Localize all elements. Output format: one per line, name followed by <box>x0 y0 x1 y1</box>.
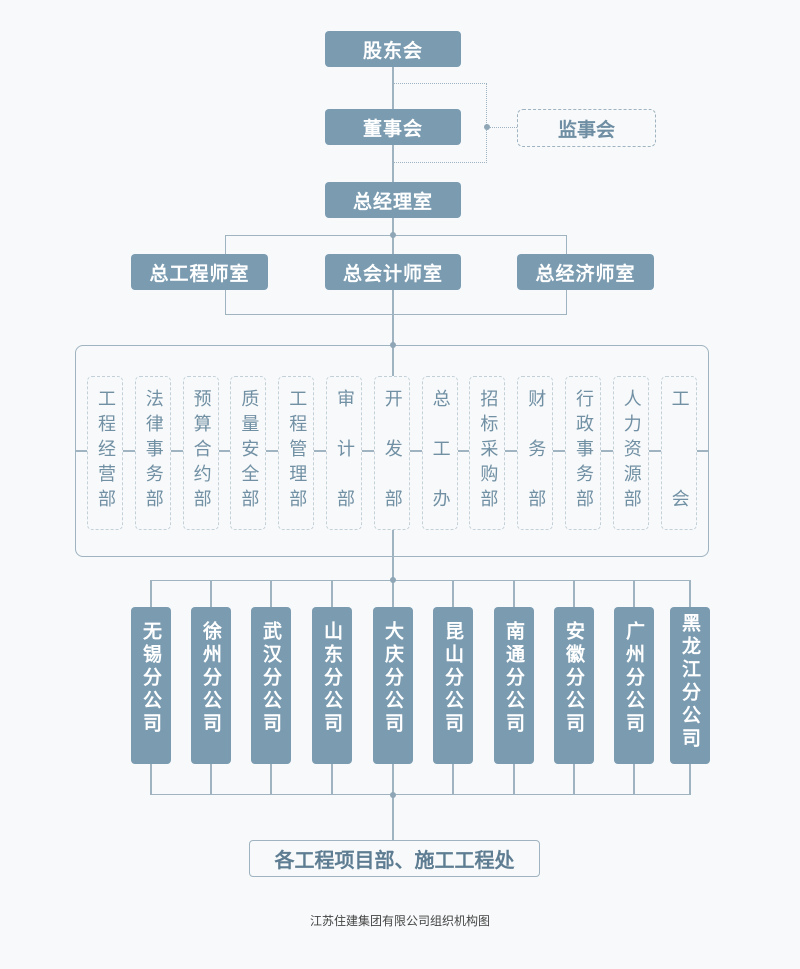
department-label: 法律事务部 <box>142 389 164 514</box>
branch-label: 南通分公司 <box>503 621 525 736</box>
department-label: 工程经营部 <box>95 389 116 514</box>
department-label: 审计部 <box>334 389 355 539</box>
branch-box: 徐州分公司 <box>191 607 231 764</box>
branch-box: 南通分公司 <box>494 607 534 764</box>
branch-label: 山东分公司 <box>321 621 343 736</box>
department-box: 财务部 <box>517 376 554 539</box>
projects-box: 各工程项目部、施工工程处 <box>249 840 540 877</box>
branch-box: 大庆分公司 <box>373 607 413 764</box>
branch-label: 广州分公司 <box>623 621 645 736</box>
branch-box: 黑龙江分公司 <box>670 607 710 764</box>
supervisor-bracket <box>393 83 487 163</box>
chief-engineer-box: 总工程师室 <box>131 254 268 290</box>
department-box: 人力资源部 <box>612 376 649 530</box>
department-box: 工程经营部 <box>87 376 123 530</box>
branches-frame <box>151 580 691 795</box>
board-box: 董事会 <box>325 109 461 145</box>
branch-box: 山东分公司 <box>312 607 352 764</box>
connector-dot <box>390 792 396 798</box>
branch-box: 安徽分公司 <box>554 607 594 764</box>
branch-label: 安徽分公司 <box>563 621 585 736</box>
connector-dot <box>484 124 490 130</box>
branch-label: 黑龙江分公司 <box>679 613 701 751</box>
department-label: 总工办 <box>429 389 451 539</box>
department-label: 质量安全部 <box>238 389 260 514</box>
department-box: 开发部 <box>373 376 410 539</box>
branch-box: 武汉分公司 <box>251 607 291 764</box>
department-box: 工会 <box>660 376 697 589</box>
branch-label: 武汉分公司 <box>260 621 282 736</box>
department-box: 工程管理部 <box>278 376 315 530</box>
department-label: 预算合约部 <box>190 389 212 514</box>
department-label: 人力资源部 <box>620 389 642 514</box>
department-label: 财务部 <box>525 389 547 539</box>
supervisor-connector <box>487 127 517 128</box>
branch-box: 无锡分公司 <box>131 607 171 764</box>
chief-economist-box: 总经济师室 <box>517 254 654 290</box>
branch-label: 无锡分公司 <box>140 621 162 736</box>
department-box: 预算合约部 <box>182 376 219 530</box>
connector-dot <box>390 232 396 238</box>
department-box: 总工办 <box>421 376 458 539</box>
department-box: 法律事务部 <box>134 376 171 530</box>
branch-label: 徐州分公司 <box>200 621 222 736</box>
supervisors-box: 监事会 <box>517 109 656 147</box>
department-box: 行政事务部 <box>565 376 601 530</box>
chief-accountant-box: 总会计师室 <box>325 254 461 290</box>
branch-label: 昆山分公司 <box>442 621 464 736</box>
department-box: 质量安全部 <box>230 376 267 530</box>
connector-dot <box>390 342 396 348</box>
branch-label: 大庆分公司 <box>382 621 404 736</box>
shareholders-box: 股东会 <box>325 31 461 67</box>
department-label: 工会 <box>668 389 690 589</box>
department-label: 开发部 <box>381 389 403 539</box>
department-label: 工程管理部 <box>286 389 308 514</box>
connector-dot <box>390 577 396 583</box>
caption: 江苏住建集团有限公司组织机构图 <box>309 914 490 928</box>
department-label: 行政事务部 <box>573 389 594 514</box>
department-box: 招标采购部 <box>469 376 506 530</box>
branch-box: 昆山分公司 <box>433 607 473 764</box>
department-label: 招标采购部 <box>477 389 499 514</box>
general-manager-box: 总经理室 <box>325 182 461 218</box>
branch-box: 广州分公司 <box>614 607 654 764</box>
department-box: 审计部 <box>326 376 362 539</box>
